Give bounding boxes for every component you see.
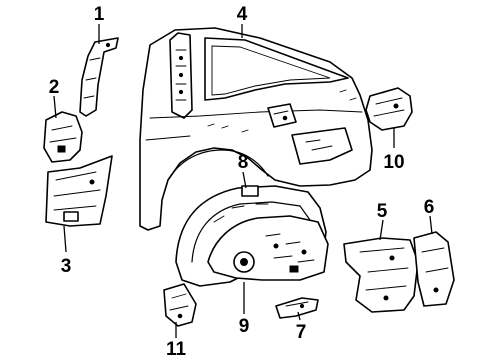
leader-2 [53,95,57,119]
part-9-wheelhouse-inner [207,215,329,281]
leader-lines [53,24,433,338]
part-2-bracket [43,111,83,163]
quarter-panel [139,27,373,231]
callout-labels: 1 2 3 4 5 6 7 8 9 10 11 [49,4,435,360]
callout-7: 7 [296,322,307,343]
callout-2: 2 [49,77,60,98]
leader-3 [63,225,67,253]
callout-3: 3 [61,256,72,277]
callout-11: 11 [166,339,187,360]
part-10-lamp-bracket [365,87,413,131]
part-11-extension [163,283,197,327]
callout-9: 9 [239,316,250,337]
part-1-pillar-reinforcement [79,37,119,117]
leader-5 [379,219,384,241]
part-7-bracket [275,297,319,319]
leader-7 [297,311,301,321]
leader-6 [429,215,433,235]
callout-4: 4 [237,4,248,25]
callout-1: 1 [94,4,105,25]
part-6-corner-bracket [413,231,455,307]
part-5-rear-reinforcement [343,237,419,313]
callout-6: 6 [424,197,435,218]
callout-5: 5 [377,201,388,222]
part-3-inner-panel [45,155,113,227]
leader-8 [242,171,247,189]
callout-8: 8 [238,152,249,173]
callout-10: 10 [383,152,404,173]
